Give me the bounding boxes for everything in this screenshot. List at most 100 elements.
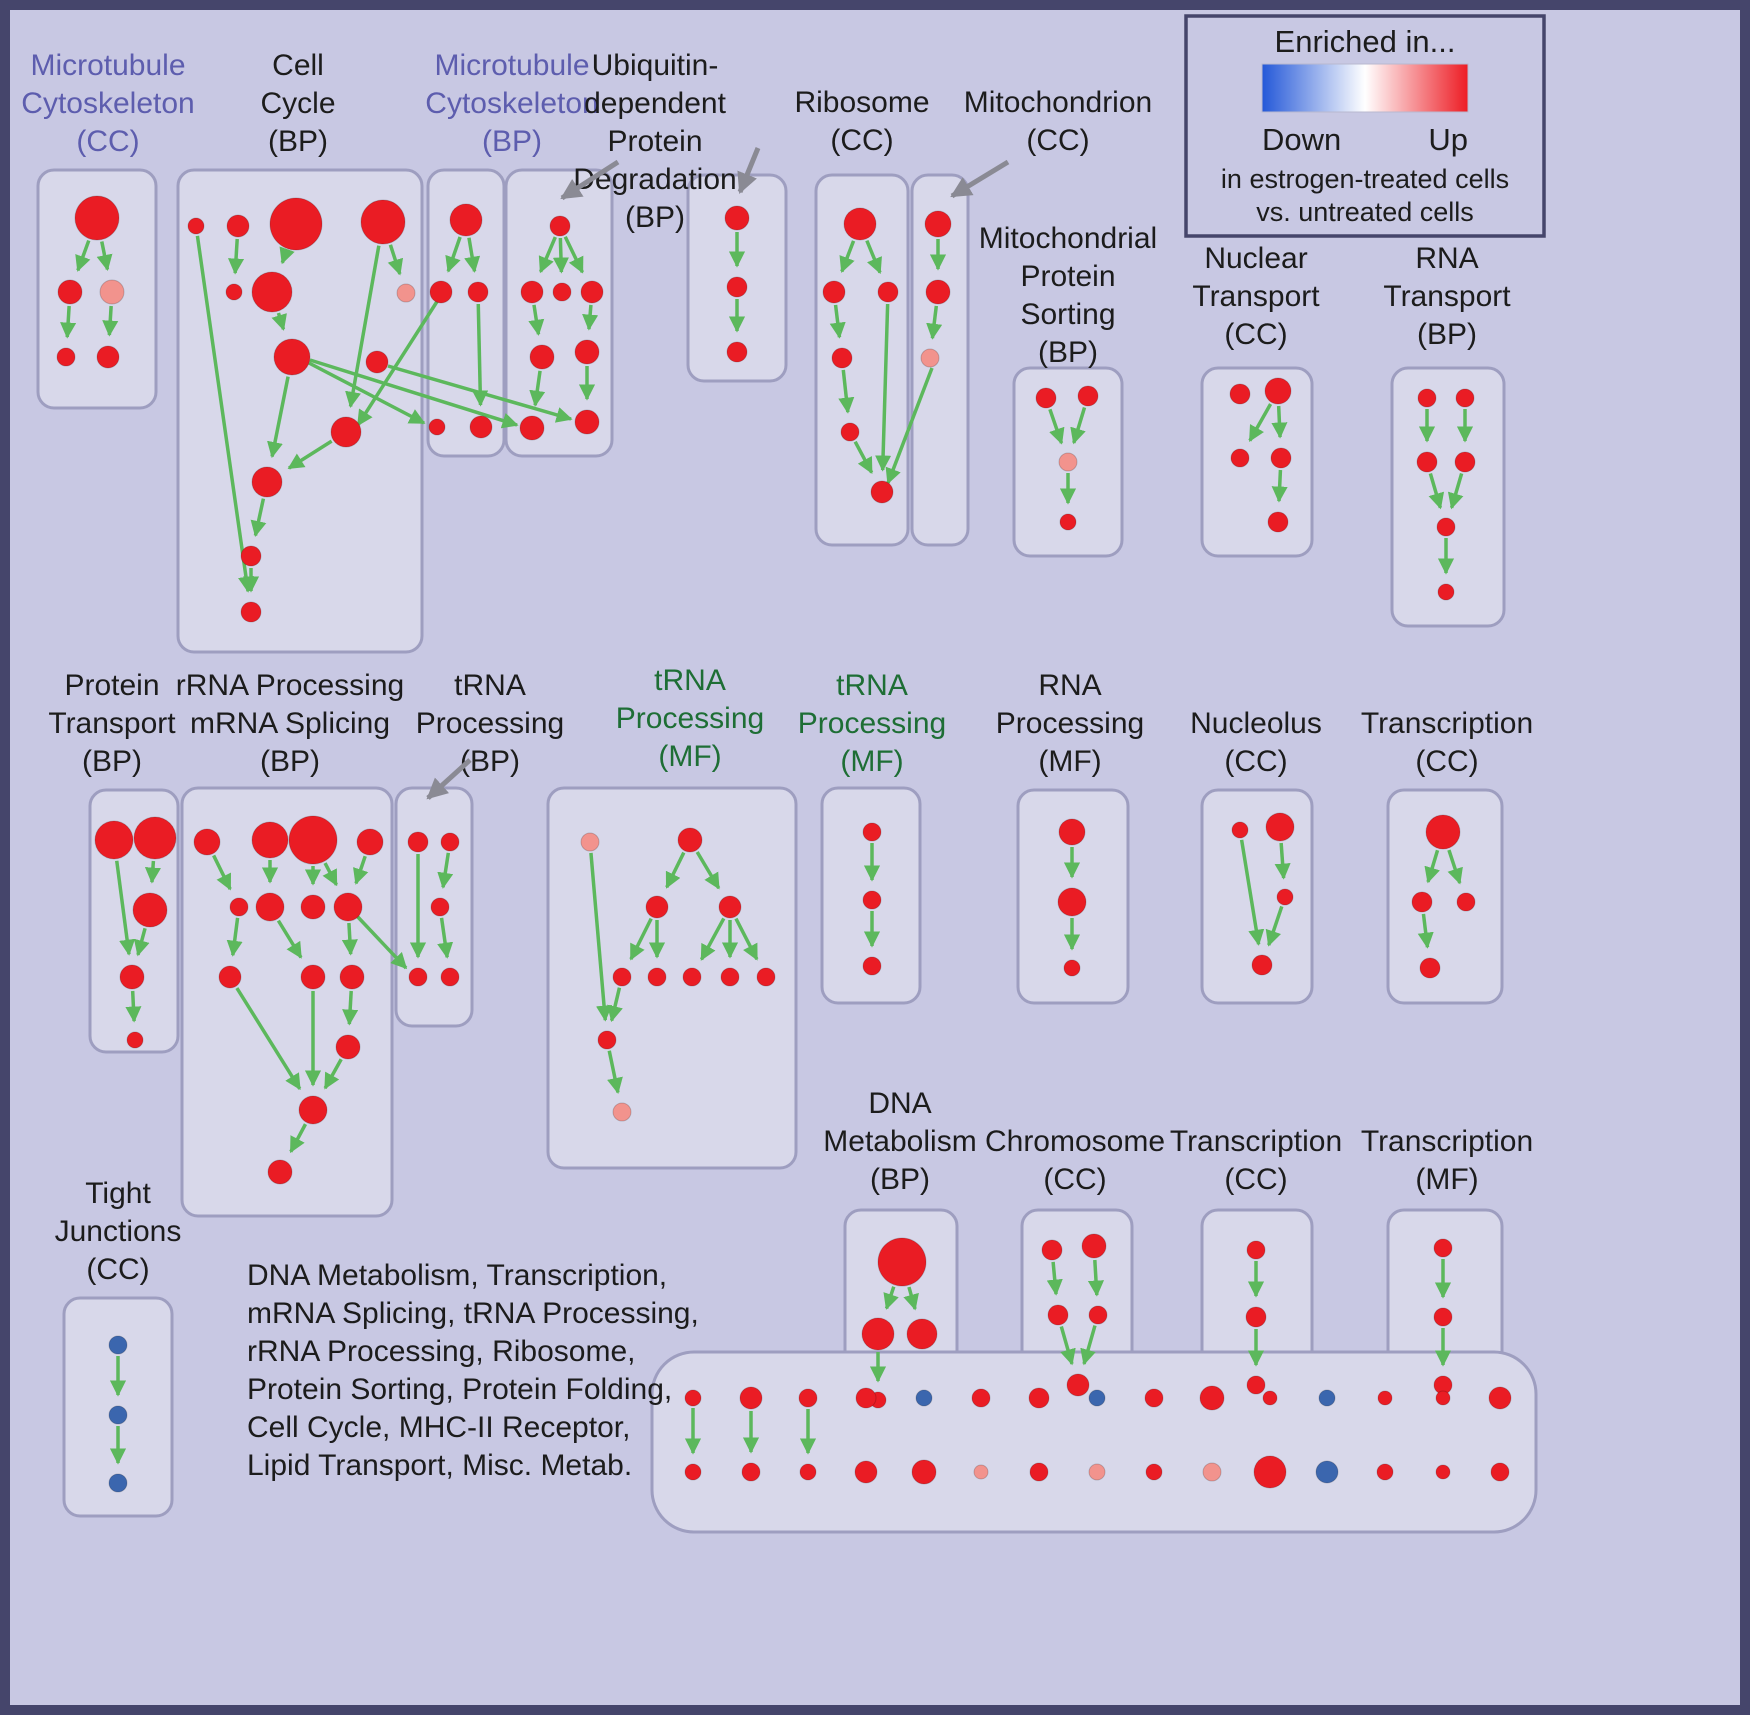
trna-processing-mf-small-node-2	[862, 956, 882, 976]
trna-processing-mf-large-label-line: Processing	[616, 702, 764, 735]
cell-cycle-bp-label-line: Cycle	[260, 87, 335, 120]
go-cross-edge	[387, 364, 573, 423]
rrna-processing-mrna-splicing-bp-box	[180, 786, 394, 1218]
rrna-processing-mrna-splicing-bp-node-11	[335, 1034, 361, 1060]
transcription-mf-node-0	[1433, 1238, 1453, 1258]
legend-caption-line: in estrogen-treated cells	[1221, 164, 1509, 194]
go-edge	[1265, 905, 1284, 947]
chromosome-cc-node-0	[1041, 1239, 1063, 1261]
cell-cycle-bp-node-5	[251, 271, 293, 313]
trna-processing-bp-node-0	[407, 831, 429, 853]
ubiquitin-degradation-bp-left-box	[504, 168, 614, 458]
nucleolus-cc-node-2	[1276, 888, 1294, 906]
go-edge	[75, 239, 91, 272]
go-edge	[1447, 849, 1463, 885]
mitochondrion-cc-node-2	[920, 348, 940, 368]
cell-cycle-bp-label-line: (BP)	[268, 125, 328, 158]
protein-transport-bp-node-4	[126, 1031, 144, 1049]
trna-processing-mf-large-node-7	[720, 967, 740, 987]
cell-cycle-bp-node-9	[330, 416, 362, 448]
trna-processing-mf-large-node-10	[612, 1102, 632, 1122]
go-edge	[839, 240, 856, 273]
mitochondrial-protein-sorting-bp-node-2	[1058, 452, 1078, 472]
label-pointer-arrow	[737, 147, 761, 194]
go-edge	[464, 237, 481, 273]
transcription-mf-node-1	[1433, 1307, 1453, 1327]
protein-transport-bp-node-0	[94, 820, 134, 860]
go-edge	[853, 440, 874, 475]
microtubule-cytoskeleton-bp-label-line: Microtubule	[434, 49, 589, 82]
microtubule-cytoskeleton-bp-node-2	[467, 281, 489, 303]
nucleolus-cc-node-1	[1265, 812, 1295, 842]
ubiquitin-degradation-bp-left-label: Ubiquitin-dependentProteinDegradation(BP…	[573, 49, 736, 234]
go-cross-edge	[885, 367, 934, 485]
rna-processing-mf-label-line: RNA	[1038, 669, 1101, 702]
chromosome-cc-label: Chromosome(CC)	[985, 1125, 1165, 1196]
nuclear-transport-cc-node-1	[1264, 377, 1292, 405]
trna-processing-mf-large-node-5	[647, 967, 667, 987]
nucleolus-cc-label: Nucleolus(CC)	[1190, 707, 1322, 778]
go-edge	[1046, 1261, 1063, 1296]
go-edge	[875, 303, 892, 472]
go-edge	[1248, 403, 1273, 443]
tight-junctions-cc-node-2	[108, 1473, 128, 1493]
mitochondrion-cc-box	[910, 173, 970, 547]
ribosome-cc-label: Ribosome(CC)	[794, 86, 929, 157]
nucleolus-cc-node-3	[1251, 954, 1273, 976]
microtubule-cytoskeleton-bp-node-3	[428, 418, 446, 436]
ubiquitin-degradation-bp-right-node-0	[724, 205, 750, 231]
go-edge	[437, 917, 454, 959]
mixed-terms-node-19	[911, 1459, 937, 1485]
mixed-terms-node-22	[1088, 1463, 1106, 1481]
transcription-cc-upper-label-line: (CC)	[1415, 745, 1478, 778]
go-edge	[1080, 1325, 1097, 1366]
cell-cycle-bp-node-1	[226, 214, 250, 238]
label-pointer-arrow	[560, 159, 620, 201]
nuclear-transport-cc-node-4	[1267, 511, 1289, 533]
ubiquitin-degradation-bp-left-node-2	[552, 282, 572, 302]
ubiquitin-degradation-bp-left-label-line: Degradation	[573, 163, 736, 196]
chromosome-cc-label-line: Chromosome	[985, 1125, 1165, 1158]
cell-cycle-bp-node-12	[240, 601, 262, 623]
trna-processing-mf-large-node-8	[756, 967, 776, 987]
nuclear-transport-cc-label-line: Transport	[1192, 280, 1320, 313]
cell-cycle-bp-node-3	[360, 199, 406, 245]
go-edge	[1428, 473, 1445, 510]
go-cross-edge	[309, 358, 519, 429]
ribosome-cc-box	[814, 173, 910, 547]
go-edge	[279, 246, 295, 265]
mixed-terms-node-4	[915, 1389, 933, 1407]
go-edge	[1271, 469, 1288, 503]
mixed-terms-node-5	[971, 1388, 991, 1408]
mixed-terms-node-15	[684, 1463, 702, 1481]
rna-transport-bp-node-4	[1436, 517, 1456, 537]
go-edge	[865, 239, 882, 275]
go-edge	[287, 439, 333, 470]
cell-cycle-bp-node-2	[269, 197, 323, 251]
transcription-mf-label-line: Transcription	[1361, 1125, 1533, 1158]
mixed-terms-node-0	[684, 1389, 702, 1407]
trna-processing-mf-large-label-line: (MF)	[658, 740, 721, 773]
cell-cycle-bp-node-11	[240, 545, 262, 567]
go-edge	[538, 236, 557, 274]
rna-processing-mf-node-2	[1063, 959, 1081, 977]
go-edge	[926, 305, 943, 340]
rrna-processing-mrna-splicing-bp-node-8	[218, 965, 242, 989]
dna-metabolism-bp-node-1	[861, 1317, 895, 1351]
transcription-cc-lower-label-line: (CC)	[1224, 1163, 1287, 1196]
rna-transport-bp-node-1	[1455, 388, 1475, 408]
mixed-terms-node-2	[798, 1388, 818, 1408]
trna-processing-bp-label-line: tRNA	[454, 669, 526, 702]
annotation-line: Protein Sorting, Protein Folding,	[247, 1373, 672, 1406]
go-edge	[437, 852, 454, 889]
ribosome-cc-node-4	[840, 422, 860, 442]
annotation-line: rRNA Processing, Ribosome,	[247, 1335, 635, 1368]
trna-processing-mf-large-node-6	[682, 967, 702, 987]
nucleolus-cc-label-line: Nucleolus	[1190, 707, 1322, 740]
nucleolus-cc-node-0	[1231, 821, 1249, 839]
